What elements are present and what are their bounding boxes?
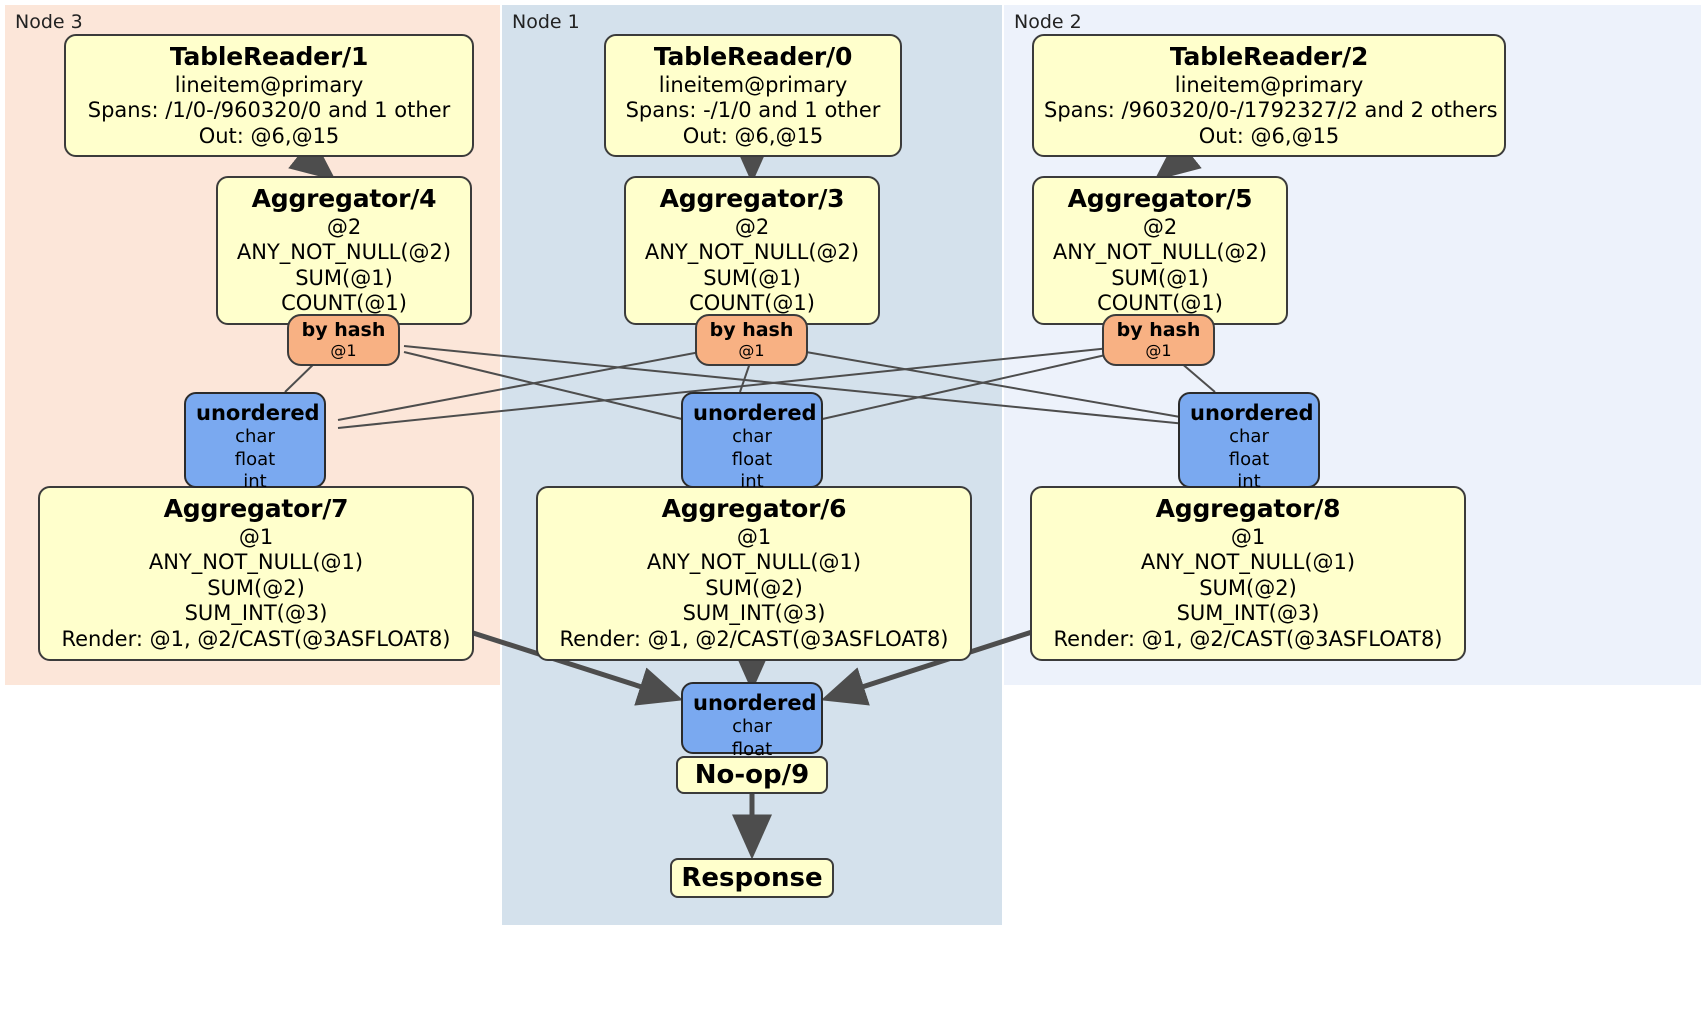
processor-table-reader-1[interactable]: TableReader/1 lineitem@primary Spans: /1… xyxy=(64,34,474,158)
processor-detail: Spans: -/1/0 and 1 other xyxy=(625,98,881,123)
router-detail: @1 xyxy=(330,340,357,360)
processor-detail: SUM_INT(@3) xyxy=(682,601,826,626)
router-title: by hash xyxy=(709,319,794,341)
router-detail: @1 xyxy=(1145,340,1172,360)
router-by-hash-center[interactable]: by hash @1 xyxy=(695,314,808,367)
processor-title: TableReader/0 xyxy=(653,42,853,71)
processor-title: Aggregator/7 xyxy=(163,494,349,523)
synchronizer-unordered-center[interactable]: unordered char float int xyxy=(681,392,823,492)
processor-title: Aggregator/8 xyxy=(1155,494,1341,523)
processor-aggregator-7[interactable]: Aggregator/7 @1 ANY_NOT_NULL(@1) SUM(@2)… xyxy=(38,486,474,661)
processor-detail: @1 xyxy=(238,524,274,549)
processor-detail: SUM(@1) xyxy=(295,265,393,290)
synchronizer-type: int xyxy=(1237,471,1261,493)
processor-render: Render: @1, @2/CAST(@3ASFLOAT8) xyxy=(559,626,949,651)
processor-detail: ANY_NOT_NULL(@1) xyxy=(1140,550,1356,575)
node-panel-label: Node 1 xyxy=(512,11,580,33)
node-panel-label: Node 3 xyxy=(15,11,83,33)
synchronizer-type: float xyxy=(234,448,276,470)
processor-detail: SUM(@2) xyxy=(705,575,803,600)
router-title: by hash xyxy=(1116,319,1201,341)
processor-detail: SUM_INT(@3) xyxy=(184,601,328,626)
processor-detail: ANY_NOT_NULL(@1) xyxy=(646,550,862,575)
synchronizer-type: int xyxy=(740,471,764,493)
processor-detail: COUNT(@1) xyxy=(1097,291,1223,316)
synchronizer-type: float xyxy=(1228,448,1270,470)
processor-aggregator-8[interactable]: Aggregator/8 @1 ANY_NOT_NULL(@1) SUM(@2)… xyxy=(1030,486,1466,661)
processor-detail: @1 xyxy=(736,524,772,549)
processor-response[interactable]: Response xyxy=(670,858,834,898)
processor-render: Render: @1, @2/CAST(@3ASFLOAT8) xyxy=(1053,626,1443,651)
processor-detail: lineitem@primary xyxy=(174,72,364,97)
processor-detail: Spans: /960320/0-/1792327/2 and 2 others xyxy=(1044,98,1498,123)
processor-detail: Out: @6,@15 xyxy=(1198,123,1340,148)
processor-detail: @2 xyxy=(734,214,770,239)
synchronizer-type: int xyxy=(243,471,267,493)
synchronizer-type: float xyxy=(731,448,773,470)
router-by-hash-right[interactable]: by hash @1 xyxy=(1102,314,1215,367)
synchronizer-title: unordered xyxy=(693,691,817,715)
processor-detail: SUM_INT(@3) xyxy=(1176,601,1320,626)
synchronizer-unordered-final[interactable]: unordered char float xyxy=(681,682,823,760)
synchronizer-type: float xyxy=(731,738,773,760)
processor-title: Aggregator/3 xyxy=(659,184,845,213)
processor-detail: ANY_NOT_NULL(@2) xyxy=(644,240,860,265)
synchronizer-title: unordered xyxy=(1190,401,1314,425)
processor-detail: COUNT(@1) xyxy=(281,291,407,316)
synchronizer-type: char xyxy=(732,426,772,448)
synchronizer-type: char xyxy=(235,426,275,448)
processor-detail: Out: @6,@15 xyxy=(198,123,340,148)
synchronizer-type: char xyxy=(1229,426,1269,448)
processor-aggregator-3[interactable]: Aggregator/3 @2 ANY_NOT_NULL(@2) SUM(@1)… xyxy=(624,176,880,325)
processor-title: TableReader/1 xyxy=(169,42,369,71)
processor-detail: lineitem@primary xyxy=(658,72,848,97)
processor-aggregator-5[interactable]: Aggregator/5 @2 ANY_NOT_NULL(@2) SUM(@1)… xyxy=(1032,176,1288,325)
processor-detail: @2 xyxy=(1142,214,1178,239)
processor-title: TableReader/2 xyxy=(1169,42,1369,71)
processor-detail: COUNT(@1) xyxy=(689,291,815,316)
synchronizer-unordered-left[interactable]: unordered char float int xyxy=(184,392,326,492)
processor-detail: lineitem@primary xyxy=(1174,72,1364,97)
processor-detail: Spans: /1/0-/960320/0 and 1 other xyxy=(87,98,451,123)
processor-title: Aggregator/5 xyxy=(1067,184,1253,213)
processor-detail: SUM(@2) xyxy=(207,575,305,600)
processor-detail: ANY_NOT_NULL(@1) xyxy=(148,550,364,575)
node-panel-label: Node 2 xyxy=(1014,11,1082,33)
processor-table-reader-2[interactable]: TableReader/2 lineitem@primary Spans: /9… xyxy=(1032,34,1506,158)
router-detail: @1 xyxy=(738,340,765,360)
router-by-hash-left[interactable]: by hash @1 xyxy=(287,314,400,367)
processor-title: Aggregator/4 xyxy=(251,184,437,213)
processor-title: Aggregator/6 xyxy=(661,494,847,523)
processor-no-op-9[interactable]: No-op/9 xyxy=(676,756,828,794)
synchronizer-type: char xyxy=(732,716,772,738)
processor-detail: @2 xyxy=(326,214,362,239)
synchronizer-title: unordered xyxy=(196,401,320,425)
router-title: by hash xyxy=(301,319,386,341)
synchronizer-unordered-right[interactable]: unordered char float int xyxy=(1178,392,1320,492)
processor-table-reader-0[interactable]: TableReader/0 lineitem@primary Spans: -/… xyxy=(604,34,902,158)
processor-detail: SUM(@1) xyxy=(703,265,801,290)
processor-detail: Out: @6,@15 xyxy=(682,123,824,148)
processor-aggregator-4[interactable]: Aggregator/4 @2 ANY_NOT_NULL(@2) SUM(@1)… xyxy=(216,176,472,325)
synchronizer-title: unordered xyxy=(693,401,817,425)
processor-detail: @1 xyxy=(1230,524,1266,549)
processor-detail: ANY_NOT_NULL(@2) xyxy=(1052,240,1268,265)
processor-render: Render: @1, @2/CAST(@3ASFLOAT8) xyxy=(61,626,451,651)
processor-detail: SUM(@2) xyxy=(1199,575,1297,600)
processor-detail: SUM(@1) xyxy=(1111,265,1209,290)
processor-aggregator-6[interactable]: Aggregator/6 @1 ANY_NOT_NULL(@1) SUM(@2)… xyxy=(536,486,972,661)
processor-detail: ANY_NOT_NULL(@2) xyxy=(236,240,452,265)
